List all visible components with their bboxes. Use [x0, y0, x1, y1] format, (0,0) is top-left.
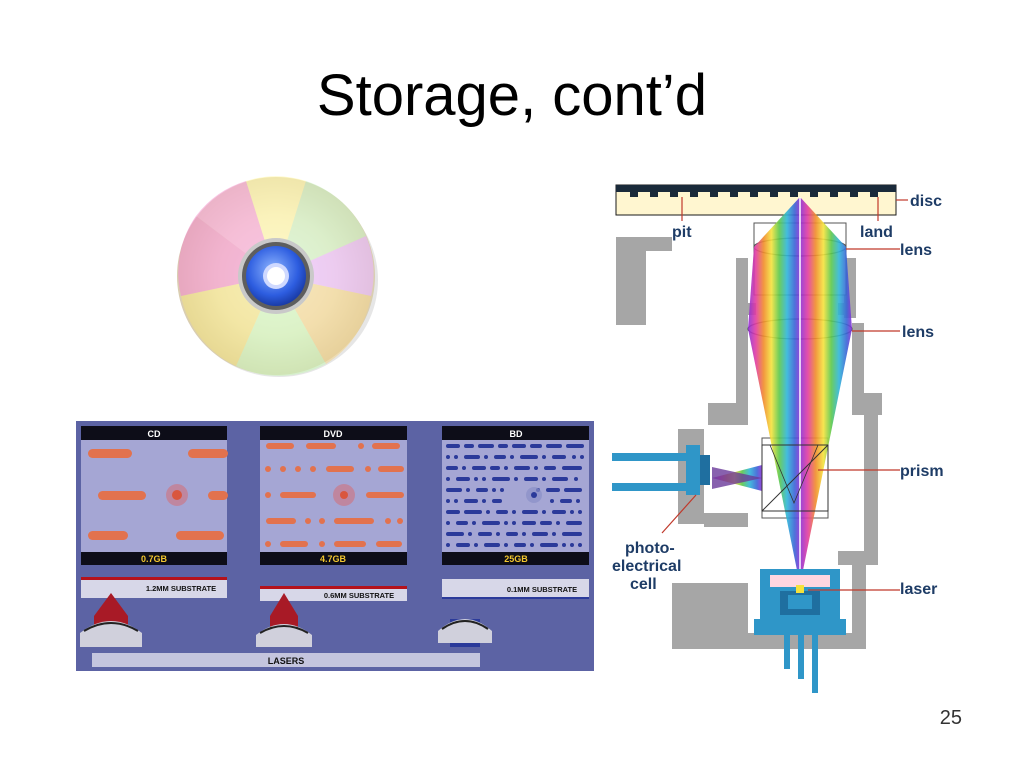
bd-label: BD	[510, 429, 523, 439]
slide-title: Storage, cont’d	[316, 63, 708, 128]
label-lens-lower: lens	[902, 324, 934, 341]
label-disc: disc	[910, 193, 942, 210]
bd-capacity: 25GB	[504, 554, 528, 564]
cd-disc-image	[177, 176, 378, 377]
label-pit: pit	[672, 224, 692, 241]
label-photo-line1: photo-	[625, 540, 675, 557]
bd-panel: BD 25GB 0.1MM SUBSTRATE	[438, 426, 589, 647]
dvd-substrate: 0.6MM SUBSTRATE	[324, 591, 394, 600]
label-prism: prism	[900, 463, 944, 480]
cd-label: CD	[148, 429, 161, 439]
label-photo-line3: cell	[630, 576, 657, 593]
dvd-panel: DVD 4.7GB 0.6MM SUBSTRATE	[256, 426, 407, 647]
page-number: 25	[939, 707, 962, 729]
cd-panel: CD 0.7GB 1.2MM SUBSTRATE	[80, 426, 228, 647]
dvd-label: DVD	[323, 429, 343, 439]
label-land: land	[860, 224, 893, 241]
cd-substrate: 1.2MM SUBSTRATE	[146, 584, 216, 593]
cd-capacity: 0.7GB	[141, 554, 168, 564]
bd-substrate: 0.1MM SUBSTRATE	[507, 585, 577, 594]
optical-media-comparison: CD 0.7GB 1.2MM SUBSTRATE DVD	[76, 421, 594, 671]
optical-drive-diagram: disc pit land lens lens prism photo- ele…	[612, 184, 944, 693]
lasers-label: LASERS	[268, 656, 305, 666]
label-laser: laser	[900, 581, 937, 598]
dvd-capacity: 4.7GB	[320, 554, 347, 564]
label-photo-line2: electrical	[612, 558, 681, 575]
label-lens-upper: lens	[900, 242, 932, 259]
